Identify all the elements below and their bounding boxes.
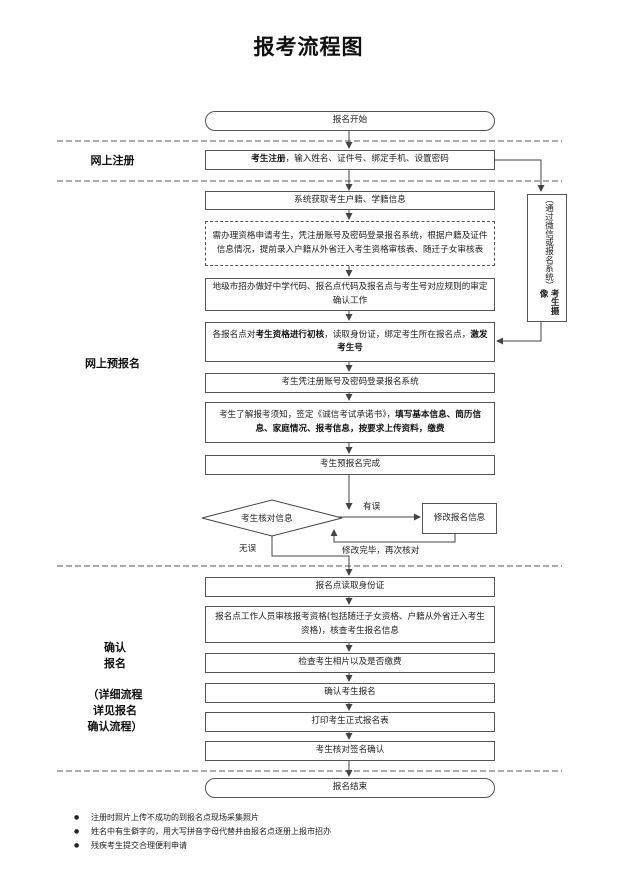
step-check-bold: 考生资格进行初核 [255, 329, 325, 340]
step-confirm-reg-text: 确认考生报名 [324, 687, 376, 698]
step-start-text: 报名开始 [332, 115, 368, 126]
step-check: 各报名点对考生资格进行初核，读取身份证，绑定考生所在报名点，激发考生号 [205, 322, 495, 362]
decision-verify-label: 考生核对信息 [241, 514, 293, 524]
step-fetch-text: 系统获取考生户籍、学籍信息 [294, 194, 406, 205]
step-audit-text: 报名点工作人员审核报考资格(包括随迁子女资格、户籍从外省迁入考生资格)，核查考生… [215, 612, 485, 636]
notes-list: 注册时照片上传不成功的到报名点现场采集照片 姓名中有生僻字的，用大写拼音字母代替… [74, 811, 331, 853]
label-resubmit: 修改完毕，再次核对 [342, 546, 420, 556]
step-modify-text: 修改报名信息 [433, 512, 486, 523]
note-item: 注册时照片上传不成功的到报名点现场采集照片 [74, 811, 331, 825]
step-district: 地级市招办做好中学代码、报名点代码及报名点与考生号对应规则的审定确认工作 [205, 278, 495, 311]
decision-diamond [201, 499, 343, 537]
side-capture-text: （通过微信或报名系统） 考生摄像 [528, 195, 568, 323]
page-title: 报考流程图 [253, 34, 364, 59]
section-online-prereg: 网上预报名 [85, 357, 140, 370]
step-fill: 考生了解报考须知，签定《诚信考试承诺书》，填写基本信息、简历信息、家庭情况、报考… [205, 402, 495, 443]
label-error: 有误 [363, 502, 381, 512]
step-register-text: ，输入姓名、证件号、绑定手机、设置密码 [285, 154, 449, 165]
side-capture-box: （通过微信或报名系统） 考生摄像 [527, 194, 567, 322]
step-end: 报名结束 [205, 778, 495, 798]
step-confirm-reg: 确认考生报名 [205, 683, 495, 703]
step-special: 需办理资格申请考生，凭注册账号及密码登录报名系统，根据户籍及证件信息情况，提前录… [205, 221, 495, 266]
step-register: 考生注册，输入姓名、证件号、绑定手机、设置密码 [205, 150, 495, 170]
side-return-arrow [496, 322, 542, 345]
section-confirm-line: 报名 [104, 656, 126, 670]
section-confirm-note-line: 确认流程） [87, 719, 143, 733]
step-read-id: 报名点读取身份证 [205, 577, 495, 597]
note-item: 姓名中有生僻字的，用大写拼音字母代替并由报名点逐册上报市招办 [74, 825, 331, 839]
section-online-register: 网上注册 [90, 154, 135, 167]
section-confirm-note-line: 详见报名 [93, 703, 137, 717]
section-confirm: 确认 报名 [70, 640, 160, 672]
step-modify: 修改报名信息 [422, 503, 497, 534]
resubmit-arrow [330, 529, 456, 543]
step-login: 考生凭注册账号及密码登录报名系统 [205, 373, 495, 393]
side-capture-title: 考生摄像 [538, 288, 560, 315]
step-prereg-done: 考生预报名完成 [205, 455, 495, 475]
step-check-text: 各报名点对 [212, 329, 256, 340]
step-end-text: 报名结束 [332, 782, 368, 793]
step-fill-text: 考生了解报考须知，签定《诚信考试承诺书》， [218, 410, 396, 421]
step-login-text: 考生凭注册账号及密码登录报名系统 [281, 377, 419, 388]
step-print: 打印考生正式报名表 [205, 712, 495, 732]
side-branch-arrow [495, 159, 545, 192]
note-item: 残疾考生提交合理便利申请 [74, 839, 331, 853]
step-photo-fee: 检查考生相片以及是否缴费 [205, 653, 495, 673]
step-fill-bold: 填写基本信息、简历信息、家庭情况、报考信息，按要求上传资料，缴费 [255, 410, 482, 434]
step-check-bold: 激发考生号 [337, 329, 488, 353]
step-register-bold: 考生注册 [251, 154, 286, 165]
step-prereg-done-text: 考生预报名完成 [319, 459, 381, 470]
section-confirm-note: （详细流程 详见报名 确认流程） [65, 687, 165, 735]
section-confirm-note-line: （详细流程 [87, 688, 143, 701]
step-start: 报名开始 [205, 111, 495, 131]
step-check-text: ，读取身份证，绑定考生所在报名点， [324, 329, 471, 340]
step-district-text: 地级市招办做好中学代码、报名点代码及报名点与考生号对应规则的审定确认工作 [212, 282, 488, 306]
side-capture-via: （通过微信或报名系统） [543, 195, 554, 290]
step-sign-text: 考生核对签名确认 [315, 745, 385, 756]
step-read-id-text: 报名点读取身份证 [315, 581, 385, 592]
label-no-error: 无误 [239, 544, 257, 554]
step-audit: 报名点工作人员审核报考资格(包括随迁子女资格、户籍从外省迁入考生资格)，核查考生… [205, 606, 495, 643]
step-fetch: 系统获取考生户籍、学籍信息 [205, 191, 495, 210]
step-special-text: 需办理资格申请考生，凭注册账号及密码登录报名系统，根据户籍及证件信息情况，提前录… [212, 231, 488, 255]
step-photo-fee-text: 检查考生相片以及是否缴费 [298, 657, 402, 668]
step-print-text: 打印考生正式报名表 [311, 716, 389, 727]
step-sign: 考生核对签名确认 [205, 741, 495, 761]
section-confirm-line: 确认 [104, 641, 126, 654]
no-error-arrow [271, 536, 353, 576]
